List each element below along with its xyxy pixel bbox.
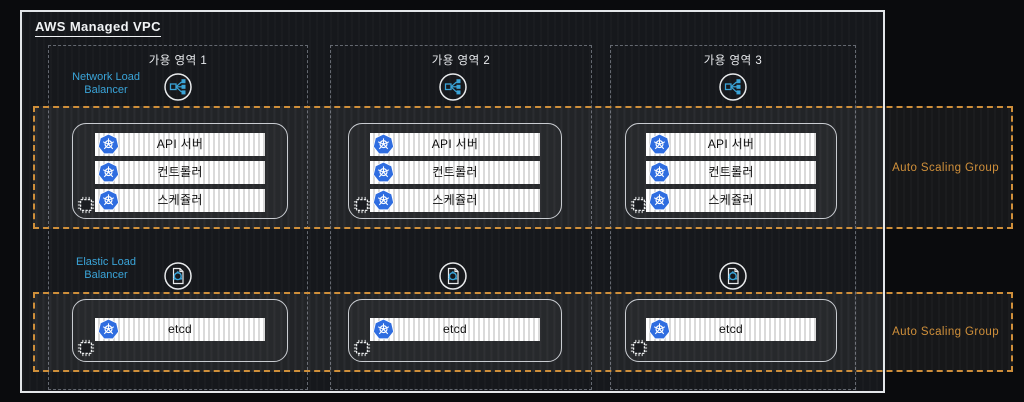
control-plane-instance-az1: API 서버 컨트롤러 스케쥴러 [72, 123, 288, 219]
api-server-label: API 서버 [156, 137, 204, 151]
etcd-instance-az2: etcd [348, 299, 562, 362]
availability-zone-2: 가용 영역 2 [330, 45, 592, 390]
api-server-bar: API 서버 [370, 133, 540, 156]
ec2-instance-chip-icon [77, 196, 95, 214]
kubernetes-icon [648, 161, 671, 184]
scheduler-bar: 스케쥴러 [370, 189, 540, 212]
ec2-instance-chip-icon [353, 339, 371, 357]
kubernetes-icon [648, 133, 671, 156]
kubernetes-icon [97, 161, 120, 184]
api-server-label: API 서버 [707, 137, 755, 151]
ec2-instance-chip-icon [630, 196, 648, 214]
elastic-load-balancer-label: Elastic Load Balancer [76, 256, 136, 281]
etcd-instance-az3: etcd [625, 299, 837, 362]
scheduler-label: 스케쥴러 [708, 193, 754, 207]
ec2-instance-chip-icon [353, 196, 371, 214]
kubernetes-icon [372, 189, 395, 212]
control-plane-instance-az3: API 서버 컨트롤러 스케쥴러 [625, 123, 837, 219]
etcd-bar: etcd [95, 318, 265, 341]
kubernetes-icon [648, 318, 671, 341]
scheduler-bar: 스케쥴러 [95, 189, 265, 212]
controller-label: 컨트롤러 [157, 165, 203, 179]
network-load-balancer-label: Network Load Balancer [72, 71, 140, 96]
auto-scaling-group-label: Auto Scaling Group [892, 161, 999, 174]
controller-label: 컨트롤러 [708, 165, 754, 179]
auto-scaling-group-label: Auto Scaling Group [892, 326, 999, 338]
availability-zone-3-label: 가용 영역 3 [703, 55, 763, 67]
elastic-load-balancer-icon [439, 262, 467, 290]
network-load-balancer-icon [439, 73, 467, 101]
kubernetes-icon [648, 189, 671, 212]
availability-zone-1-label: 가용 영역 1 [148, 55, 208, 67]
network-load-balancer-icon [719, 73, 747, 101]
kubernetes-icon [97, 133, 120, 156]
controller-bar: 컨트롤러 [95, 161, 265, 184]
kubernetes-icon [372, 161, 395, 184]
kubernetes-icon [97, 318, 120, 341]
etcd-bar: etcd [646, 318, 816, 341]
api-server-bar: API 서버 [646, 133, 816, 156]
ec2-instance-chip-icon [630, 339, 648, 357]
etcd-label: etcd [168, 322, 192, 336]
scheduler-bar: 스케쥴러 [646, 189, 816, 212]
api-server-label: API 서버 [431, 137, 479, 151]
scheduler-label: 스케쥴러 [432, 193, 478, 207]
kubernetes-icon [372, 133, 395, 156]
etcd-instance-az1: etcd [72, 299, 288, 362]
control-plane-instance-az2: API 서버 컨트롤러 스케쥴러 [348, 123, 562, 219]
network-load-balancer-icon [164, 73, 192, 101]
scheduler-label: 스케쥴러 [157, 193, 203, 207]
availability-zone-2-label: 가용 영역 2 [431, 55, 491, 67]
vpc-title: AWS Managed VPC [35, 19, 161, 37]
availability-zone-3: 가용 영역 3 [610, 45, 856, 390]
elastic-load-balancer-icon [719, 262, 747, 290]
kubernetes-icon [372, 318, 395, 341]
elastic-load-balancer-icon [164, 262, 192, 290]
etcd-bar: etcd [370, 318, 540, 341]
availability-zone-1: 가용 영역 1 [48, 45, 308, 390]
controller-label: 컨트롤러 [432, 165, 478, 179]
ec2-instance-chip-icon [77, 339, 95, 357]
etcd-label: etcd [443, 322, 467, 336]
kubernetes-icon [97, 189, 120, 212]
controller-bar: 컨트롤러 [646, 161, 816, 184]
api-server-bar: API 서버 [95, 133, 265, 156]
controller-bar: 컨트롤러 [370, 161, 540, 184]
etcd-label: etcd [719, 322, 743, 336]
